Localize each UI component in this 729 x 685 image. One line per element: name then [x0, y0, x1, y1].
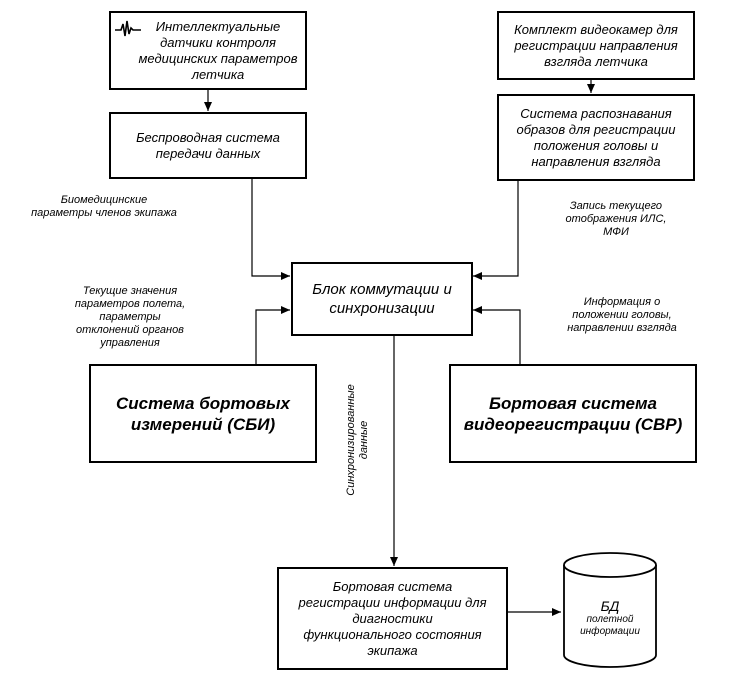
database-label: БД полетной информации: [564, 598, 656, 638]
database-sub-2: информации: [580, 626, 640, 637]
recorder-line-4: функционального состояния: [303, 626, 482, 642]
sbi-line-2: измерений (СБИ): [130, 414, 276, 434]
recorder-line-1: Бортовая система: [332, 578, 453, 594]
sensors-box: Интеллектуальные датчики контроля медици…: [109, 11, 307, 90]
wireless-line-1: Беспроводная система: [136, 129, 280, 145]
recorder-line-5: экипажа: [367, 642, 418, 658]
wireless-line-2: передачи данных: [155, 145, 261, 161]
head-info-line-3: направлении взгляда: [567, 322, 677, 334]
sensors-line-1: Интеллектуальные: [155, 18, 281, 34]
recorder-box: Бортовая система регистрации информации …: [277, 567, 508, 670]
sync-data-note: Синхронизированные данные: [345, 375, 371, 505]
cameras-line-1: Комплект видеокамер для: [514, 21, 678, 37]
sync-data-line-2: данные: [358, 420, 370, 460]
recognition-line-4: направления взгляда: [531, 153, 661, 169]
recognition-line-2: образов для регистрации: [516, 121, 676, 137]
flight-params-line-2: параметров полета,: [74, 298, 186, 310]
biomed-note: Биомедицинские параметры членов экипажа: [14, 194, 194, 220]
sync-data-line-1: Синхронизированные: [345, 384, 357, 496]
database-title: БД: [600, 598, 620, 614]
switch-line-2: синхронизации: [329, 300, 435, 317]
cameras-box: Комплект видеокамер для регистрации напр…: [497, 11, 695, 80]
recognition-line-1: Система распознавания: [520, 105, 672, 121]
video-write-line-1: Запись текущего: [569, 200, 663, 212]
svr-line-1: Бортовая система: [489, 393, 657, 413]
head-info-line-2: положении головы,: [572, 309, 672, 321]
sensors-line-4: летчика: [191, 66, 245, 82]
sensors-line-3: медицинских параметров: [138, 50, 298, 66]
recorder-line-3: диагностики: [352, 610, 433, 626]
recognition-box: Система распознавания образов для регист…: [497, 94, 695, 181]
flight-params-line-3: параметры: [99, 311, 161, 323]
sbi-line-1: Система бортовых: [115, 393, 291, 413]
switch-box: Блок коммутации и синхронизации: [291, 262, 473, 336]
biomed-line-2: параметры членов экипажа: [31, 207, 177, 219]
flight-params-note: Текущие значения параметров полета, пара…: [50, 285, 210, 350]
cameras-line-2: регистрации направления: [514, 37, 678, 53]
cameras-line-3: взгляда летчика: [544, 53, 648, 69]
ecg-pulse-icon: [115, 20, 141, 37]
wireless-box: Беспроводная система передачи данных: [109, 112, 307, 179]
sensors-line-2: датчики контроля: [160, 34, 276, 50]
sbi-box: Система бортовых измерений (СБИ): [89, 364, 317, 463]
switch-line-1: Блок коммутации и: [312, 281, 452, 298]
recognition-line-3: положения головы и: [533, 137, 659, 153]
svr-box: Бортовая система видеорегистрации (СВР): [449, 364, 697, 463]
video-write-line-3: МФИ: [603, 226, 629, 238]
database-sub-1: полетной: [586, 614, 634, 625]
flight-params-line-4: отклонений органов: [76, 324, 184, 336]
arrow-svr-to-switch: [473, 306, 521, 364]
head-info-line-1: Информация о: [583, 296, 661, 308]
biomed-line-1: Биомедицинские: [60, 194, 148, 206]
flight-params-line-1: Текущие значения: [82, 285, 178, 297]
arrow-sbi-to-switch: [255, 306, 290, 364]
svr-line-2: видеорегистрации (СВР): [463, 414, 683, 434]
head-info-note: Информация о положении головы, направлен…: [542, 296, 702, 335]
video-write-line-2: отображения ИЛС,: [565, 213, 667, 225]
video-write-note: Запись текущего отображения ИЛС, МФИ: [546, 200, 686, 239]
recorder-line-2: регистрации информации для: [298, 594, 487, 610]
arrow-recognition-to-switch: [473, 181, 519, 280]
flight-params-line-5: управления: [100, 337, 160, 349]
arrow-wireless-to-switch: [251, 179, 290, 280]
